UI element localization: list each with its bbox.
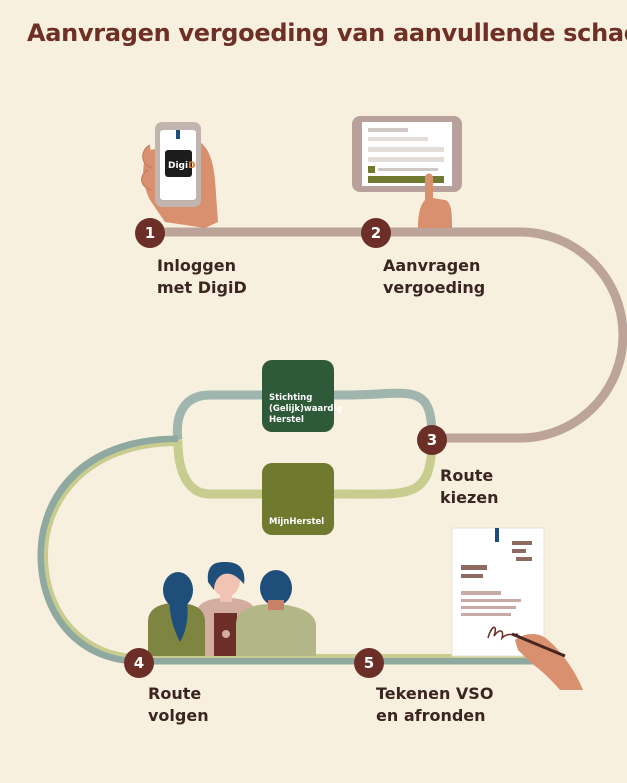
path-lower-inner — [43, 442, 545, 658]
people-illustration — [148, 562, 316, 656]
step-1-label-line: met DigiD — [157, 278, 247, 297]
document-illustration — [451, 527, 583, 690]
step-2-label-line: vergoeding — [383, 278, 486, 297]
step-5-label-line: Tekenen VSO — [376, 684, 494, 703]
path-lower-outer — [37, 435, 545, 665]
route-option-stichting: Stichting (Gelijk)waardig Herstel — [262, 360, 343, 432]
step-5-label-line: en afronden — [376, 706, 486, 725]
svg-text:DigiD: DigiD — [168, 161, 196, 171]
step-1-label-line: Inloggen — [157, 256, 236, 275]
step-3-label: Route kiezen — [440, 465, 499, 509]
route-option-mijnherstel-label: MijnHerstel — [269, 517, 325, 527]
route-option-stichting-line: (Gelijk)waardig — [269, 404, 343, 414]
phone-illustration: DigiD — [141, 122, 218, 228]
step-4-label-line: volgen — [148, 706, 209, 725]
route-option-stichting-line: Stichting — [269, 393, 313, 403]
step-1-badge: 1 — [135, 218, 165, 248]
step-2-badge: 2 — [361, 218, 391, 248]
step-4-label-line: Route — [148, 684, 202, 703]
step-4-label: Route volgen — [148, 683, 209, 727]
step-4-badge: 4 — [124, 648, 154, 678]
step-5-badge: 5 — [354, 648, 384, 678]
step-2-label: Aanvragen vergoeding — [383, 255, 485, 299]
step-3-badge: 3 — [417, 425, 447, 455]
path-route-bottom — [173, 437, 437, 499]
route-option-mijnherstel: MijnHerstel — [262, 463, 334, 535]
step-3-label-line: Route — [440, 466, 494, 485]
tablet-illustration — [352, 116, 462, 228]
digid-logo-prefix: Digi — [168, 161, 188, 171]
step-5-label: Tekenen VSO en afronden — [376, 683, 493, 727]
path-route-top — [172, 388, 437, 441]
page-title: Aanvragen vergoeding van aanvullende sch… — [27, 19, 627, 47]
step-1-label: Inloggen met DigiD — [157, 255, 247, 299]
path-upper — [145, 227, 627, 443]
step-3-label-line: kiezen — [440, 488, 499, 507]
route-option-stichting-line: Herstel — [269, 415, 304, 425]
digid-logo-suffix: D — [188, 161, 195, 171]
step-2-label-line: Aanvragen — [383, 256, 481, 275]
